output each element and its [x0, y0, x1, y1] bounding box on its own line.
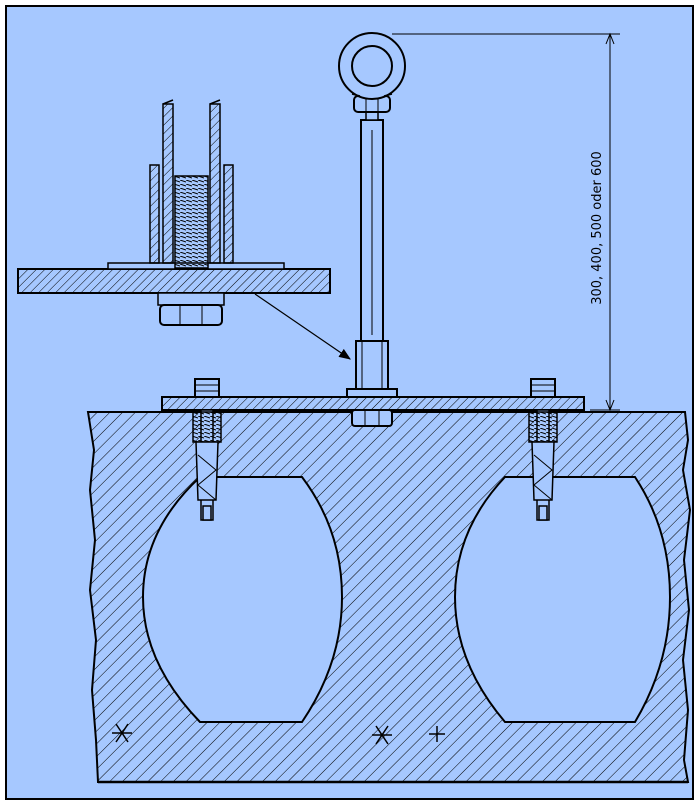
anchor-bolt-left [192, 378, 222, 521]
anchor-post [338, 32, 406, 427]
dimension: 300, 400, 500 oder 600 [392, 32, 620, 412]
dimension-label: 300, 400, 500 oder 600 [590, 151, 605, 305]
leader-arrow [254, 293, 351, 360]
anchor-bolt-right [528, 378, 558, 521]
detail-view [17, 99, 351, 360]
aggregate-mark [372, 725, 392, 745]
aggregate-mark [429, 726, 445, 742]
aggregate-mark [112, 723, 132, 743]
slab-section [86, 411, 692, 783]
base-plate [161, 396, 585, 411]
